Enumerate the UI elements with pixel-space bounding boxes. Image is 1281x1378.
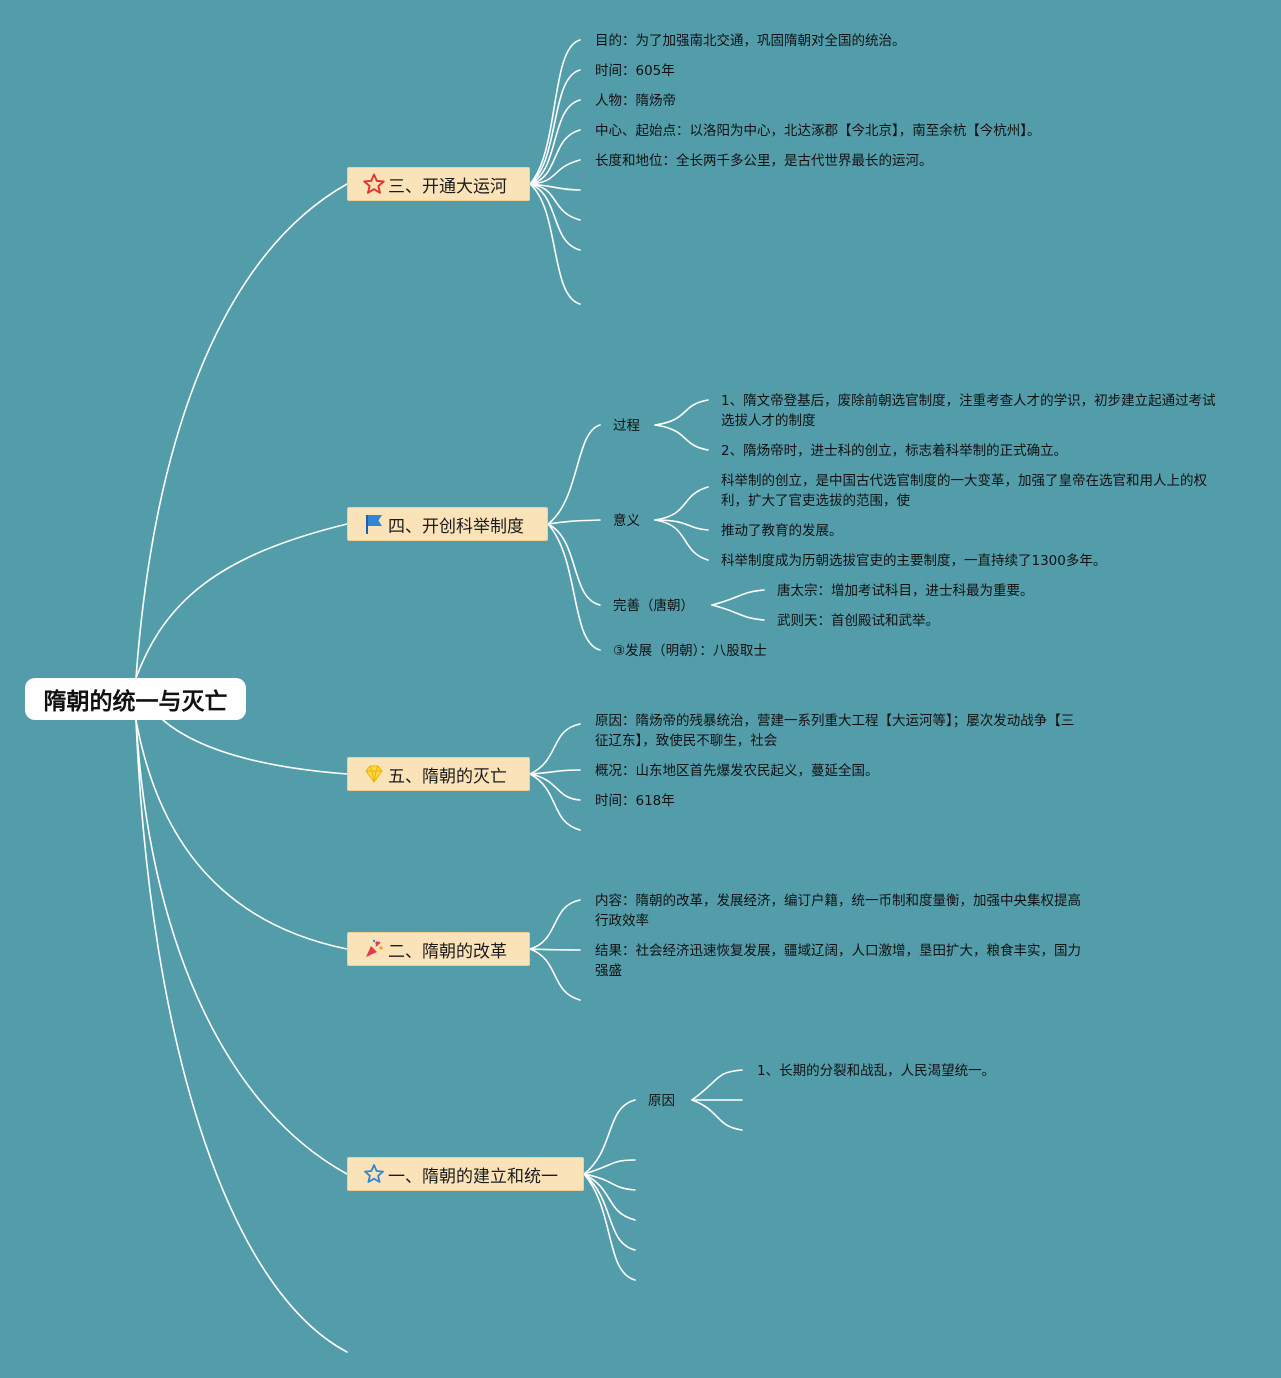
branch-fall[interactable]: 五、隋朝的灭亡: [347, 757, 530, 791]
link-root-exam: [135, 523, 348, 679]
branch-exam-title: 四、开创科举制度: [388, 516, 524, 537]
branch-exam[interactable]: 四、开创科举制度: [347, 507, 548, 541]
branch-reform-title: 二、隋朝的改革: [388, 941, 507, 962]
branch-reform[interactable]: 二、隋朝的改革: [347, 932, 530, 966]
link-root-reform: [135, 719, 348, 950]
fall-item-time: 时间：618年: [595, 793, 675, 809]
link-root-empty: [135, 719, 348, 1353]
branch-canal-title: 三、开通大运河: [388, 176, 507, 197]
root-title: 隋朝的统一与灭亡: [43, 689, 228, 715]
star-outline-red-icon: [362, 172, 386, 196]
exam-meaning-item-1: 科举制的创立，是中国古代选官制度的一大变革，加强了皇帝在选官和用人上的权利，扩大…: [721, 473, 1207, 509]
exam-perfect-label[interactable]: 完善（唐朝）: [613, 598, 694, 614]
canal-item-person: 人物：隋炀帝: [595, 93, 676, 109]
found-reason-item-1: 1、长期的分裂和战乱，人民渴望统一。: [757, 1063, 996, 1079]
exam-perfect-item-2: 武则天：首创殿试和武举。: [777, 613, 939, 629]
reform-item-result: 结果：社会经济迅速恢复发展，疆域辽阔，人口激增，垦田扩大，粮食丰实，国力强盛: [595, 943, 1081, 979]
branch-found-title: 一、隋朝的建立和统一: [388, 1166, 558, 1187]
reform-item-content: 内容：隋朝的改革，发展经济，编订户籍，统一币制和度量衡，加强中央集权提高行政效率: [595, 893, 1081, 929]
blue-flag-icon: [362, 512, 386, 536]
found-reason-label[interactable]: 原因: [648, 1093, 675, 1109]
branch-found[interactable]: 一、隋朝的建立和统一: [347, 1157, 584, 1191]
canal-item-length: 长度和地位：全长两千多公里，是古代世界最长的运河。: [595, 153, 933, 169]
exam-process-item-1: 1、隋文帝登基后，废除前朝选官制度，注重考查人才的学识，初步建立起通过考试选拔人…: [721, 393, 1216, 429]
branch-fall-title: 五、隋朝的灭亡: [388, 766, 507, 787]
yellow-gem-icon: [362, 762, 386, 786]
exam-perfect-item-1: 唐太宗：增加考试科目，进士科最为重要。: [777, 583, 1034, 599]
exam-meaning-item-2: 推动了教育的发展。: [721, 523, 843, 539]
link-root-canal: [135, 183, 348, 679]
canal-item-time: 时间：605年: [595, 63, 675, 79]
branch-canal[interactable]: 三、开通大运河: [347, 167, 530, 201]
canal-item-purpose: 目的：为了加强南北交通，巩固隋朝对全国的统治。: [595, 33, 906, 49]
link-root-found: [135, 719, 348, 1175]
canal-item-center: 中心、起始点：以洛阳为中心，北达涿郡【今北京】，南至余杭【今杭州】。: [595, 123, 1041, 139]
fall-item-overview: 概况：山东地区首先爆发农民起义，蔓延全国。: [595, 763, 879, 779]
exam-meaning-label[interactable]: 意义: [613, 513, 640, 529]
fall-item-reason: 原因：隋炀帝的残暴统治，营建一系列重大工程【大运河等】；屡次发动战争【三征辽东】…: [595, 713, 1075, 749]
party-popper-icon: [362, 937, 386, 961]
star-outline-blue-icon: [362, 1162, 386, 1186]
exam-develop-label[interactable]: ③发展（明朝）：八股取士: [613, 643, 767, 659]
exam-meaning-item-3: 科举制度成为历朝选拔官吏的主要制度，一直持续了1300多年。: [721, 553, 1107, 569]
root-topic[interactable]: 隋朝的统一与灭亡: [25, 678, 246, 720]
exam-process-label[interactable]: 过程: [613, 418, 640, 434]
exam-process-item-2: 2、隋炀帝时，进士科的创立，标志着科举制的正式确立。: [721, 443, 1068, 459]
